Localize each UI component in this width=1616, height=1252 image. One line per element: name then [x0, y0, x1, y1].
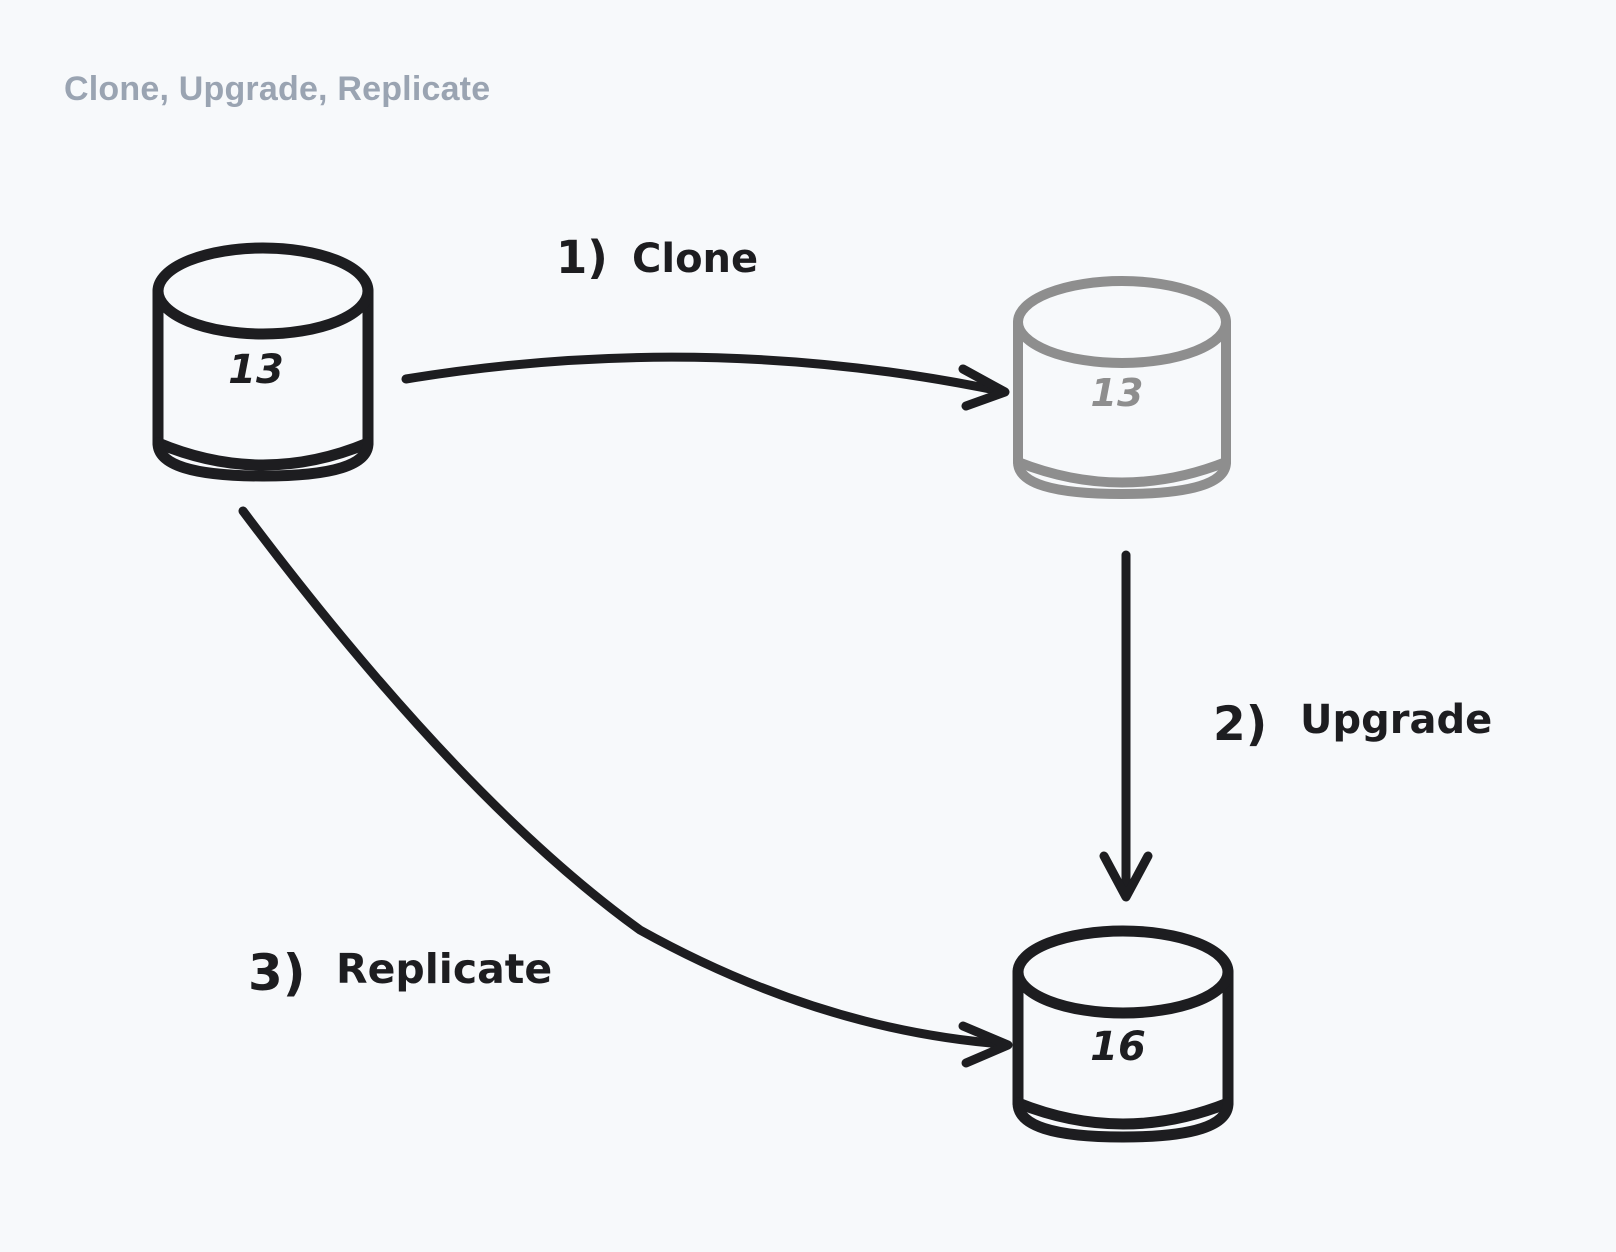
clone-arrow-head — [958, 364, 1010, 411]
cylinder-bottom-rim — [1013, 457, 1231, 500]
cylinder-bottom-front — [1013, 457, 1231, 488]
upgrade-arrow-head — [1099, 851, 1153, 902]
clone-arrow — [401, 352, 1010, 411]
cloned-database-label: 13 — [1091, 371, 1144, 415]
replicate-step-number: 3) — [248, 944, 306, 1002]
cloned-database[interactable]: 13 — [1013, 276, 1231, 500]
cylinder-top-ellipse — [152, 242, 374, 340]
cylinder-top-ellipse — [1012, 925, 1234, 1019]
cylinder-bottom-rim — [1012, 1097, 1234, 1143]
clone-label: Clone — [632, 236, 758, 282]
source-database[interactable]: 13 — [152, 242, 374, 482]
replicate-arrow — [238, 506, 1013, 1068]
page-title: Clone, Upgrade, Replicate — [64, 70, 491, 108]
clone-arrow-path — [401, 352, 1005, 396]
cylinder-bottom-front — [1012, 1097, 1234, 1130]
upgraded-database[interactable]: 16 — [1012, 925, 1234, 1143]
clone-step-number: 1) — [556, 231, 608, 284]
upgrade-arrow — [1099, 550, 1153, 902]
upgraded-database-label: 16 — [1090, 1024, 1146, 1070]
cylinder-bottom-rim — [152, 437, 374, 482]
upgrade-label: Upgrade — [1300, 697, 1492, 743]
replicate-arrow-head — [958, 1021, 1013, 1068]
upgrade-step-number: 2) — [1213, 697, 1267, 752]
cylinder-top-ellipse — [1013, 276, 1231, 368]
source-database-label: 13 — [228, 347, 284, 393]
cylinder-bottom-front — [152, 437, 374, 471]
replicate-arrow-path — [238, 506, 1008, 1049]
replicate-label: Replicate — [336, 945, 552, 993]
